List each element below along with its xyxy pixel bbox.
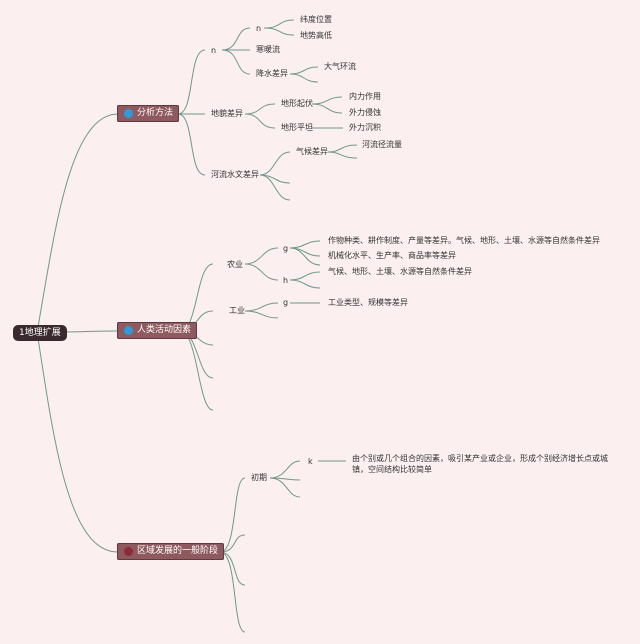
root-node[interactable]: 1地理扩展 <box>13 325 67 341</box>
topic-agriculture[interactable]: 农业 <box>227 260 243 269</box>
red-circle-icon <box>124 547 133 556</box>
topic-flat-terrain[interactable]: 地形平坦 <box>281 123 313 132</box>
topic-external-erosion[interactable]: 外力侵蚀 <box>349 108 381 117</box>
topic-warm-cold-current[interactable]: 寒暖流 <box>256 45 280 54</box>
topic-internal-force[interactable]: 内力作用 <box>349 92 381 101</box>
branch-node-human-activity[interactable]: 人类活动因素 <box>117 322 198 339</box>
topic-precipitation[interactable]: 降水差异 <box>256 69 288 78</box>
topic-initial-stage[interactable]: 初期 <box>251 473 267 482</box>
topic-landform-difference[interactable]: 地貌差异 <box>211 109 243 118</box>
topic-relief[interactable]: 地形起伏 <box>281 99 313 108</box>
branch-node-development-stage[interactable]: 区域发展的一般阶段 <box>117 543 225 560</box>
blue-circle-icon <box>124 109 133 118</box>
topic-g-agri[interactable]: g <box>283 244 289 253</box>
topic-initial-description[interactable]: 由个别或几个组合的因素，吸引某产业或企业，形成个别经济增长点或城镇，空间结构比较… <box>352 454 608 474</box>
branch-node-analysis[interactable]: 分析方法 <box>117 105 180 122</box>
topic-external-deposition[interactable]: 外力沉积 <box>349 123 381 132</box>
topic-h[interactable]: h <box>283 276 289 285</box>
topic-g-industry[interactable]: g <box>283 298 289 307</box>
topic-atmospheric-circulation[interactable]: 大气环流 <box>324 62 356 71</box>
topic-k[interactable]: k <box>308 457 313 466</box>
topic-river-hydrology[interactable]: 河流水文差异 <box>211 170 259 179</box>
topic-crop-types[interactable]: 作物种类、耕作制度、产量等差异。气候、地形、土壤、水源等自然条件差异 <box>328 236 600 245</box>
topic-industry[interactable]: 工业 <box>229 306 245 315</box>
branch-label: 区域发展的一般阶段 <box>137 546 219 556</box>
topic-n-inner[interactable]: n <box>256 24 262 33</box>
topic-mechanization[interactable]: 机械化水平、生产率、商品率等差异 <box>328 251 456 260</box>
topic-latitude[interactable]: 纬度位置 <box>300 15 332 24</box>
topic-industry-type[interactable]: 工业类型、规模等差异 <box>328 298 408 307</box>
blue-circle-icon <box>124 326 133 335</box>
topic-terrain-height[interactable]: 地势高低 <box>300 31 332 40</box>
branch-label: 分析方法 <box>137 108 174 118</box>
branch-label: 人类活动因素 <box>137 325 192 335</box>
topic-runoff[interactable]: 河流径流量 <box>362 140 402 149</box>
topic-climate-difference[interactable]: 气候差异 <box>296 147 328 156</box>
topic-n[interactable]: n <box>211 46 217 55</box>
topic-natural-conditions[interactable]: 气候、地形、土壤、水源等自然条件差异 <box>328 267 472 276</box>
